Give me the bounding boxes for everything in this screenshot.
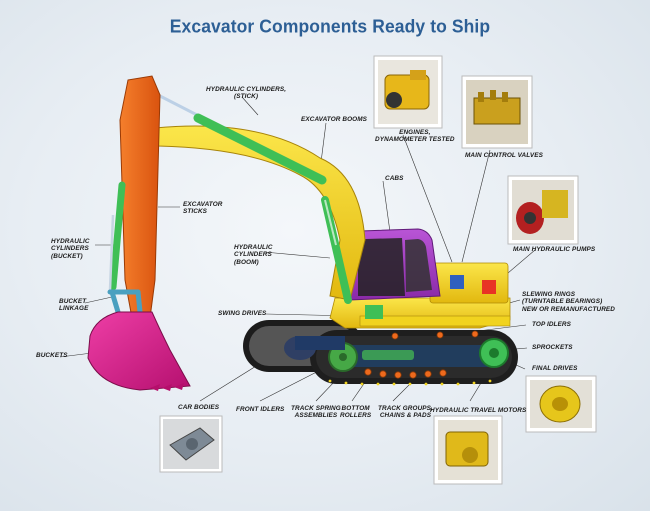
engine-housing bbox=[429, 262, 509, 304]
label-front-idlers: FRONT IDLERS bbox=[236, 406, 285, 413]
label-excavator-sticks: EXCAVATOR STICKS bbox=[183, 201, 223, 216]
track-spring-assembly bbox=[362, 350, 414, 360]
label-final-drives: FINAL DRIVES bbox=[532, 365, 578, 372]
upper-structure bbox=[329, 262, 511, 329]
label-track-groups: TRACK GROUPS, CHAINS & PADS bbox=[378, 405, 433, 420]
boom-cylinder bbox=[321, 196, 352, 304]
bottom-rollers bbox=[364, 368, 447, 379]
label-car-bodies: CAR BODIES bbox=[178, 404, 220, 411]
main-hydraulic-pump-block bbox=[482, 280, 496, 294]
label-bucket-linkage: BUCKET LINKAGE bbox=[59, 298, 89, 313]
label-hydraulic-travel-motors: HYDRAULIC TRAVEL MOTORS bbox=[430, 407, 527, 414]
label-main-control-valves: MAIN CONTROL VALVES bbox=[465, 152, 543, 159]
label-buckets: BUCKETS bbox=[36, 352, 68, 359]
track-assembly bbox=[243, 320, 518, 386]
slewing-ring bbox=[359, 315, 511, 327]
excavator-bucket bbox=[87, 311, 191, 391]
cab bbox=[349, 228, 441, 301]
label-excavator-booms: EXCAVATOR BOOMS bbox=[301, 116, 367, 123]
bucket-linkage bbox=[107, 289, 143, 315]
top-idlers bbox=[391, 330, 479, 340]
photo-car-bodies bbox=[159, 415, 223, 473]
photo-main-hydraulic-pumps bbox=[507, 175, 579, 245]
label-swing-drives: SWING DRIVES bbox=[218, 310, 267, 317]
car-body bbox=[295, 336, 345, 350]
photo-final-drives bbox=[525, 375, 597, 433]
swing-drive-block bbox=[365, 305, 383, 319]
photo-hydraulic-travel-motors bbox=[433, 415, 503, 485]
label-slewing-rings: SLEWING RINGS (TURNTABLE BEARINGS) NEW O… bbox=[522, 291, 615, 313]
stick-cylinder bbox=[159, 94, 327, 185]
label-hydraulic-cylinders-bucket: HYDRAULIC CYLINDERS (BUCKET) bbox=[51, 238, 90, 260]
excavator-stick bbox=[119, 75, 161, 319]
track-chain-pads bbox=[328, 379, 492, 386]
label-top-idlers: TOP IDLERS bbox=[532, 321, 571, 328]
label-cabs: CABS bbox=[385, 175, 404, 182]
bucket-cylinder bbox=[108, 181, 126, 291]
page-title: Excavator Components Ready to Ship bbox=[169, 15, 491, 37]
label-hydraulic-cylinders-stick: HYDRAULIC CYLINDERS, (STICK) bbox=[206, 86, 287, 101]
photo-engine bbox=[373, 55, 443, 129]
label-engines: ENGINES, DYNAMOMETER TESTED bbox=[375, 129, 455, 144]
label-track-spring-assemblies: TRACK SPRING ASSEMBLIES bbox=[291, 405, 341, 420]
label-bottom-rollers: BOTTOM ROLLERS bbox=[340, 405, 372, 420]
label-hydraulic-cylinders-boom: HYDRAULIC CYLINDERS (BOOM) bbox=[234, 244, 273, 266]
label-sprockets: SPROCKETS bbox=[532, 344, 573, 351]
label-main-hydraulic-pumps: MAIN HYDRAULIC PUMPS bbox=[513, 246, 596, 253]
main-control-valve-block bbox=[450, 275, 464, 289]
photo-main-control-valves bbox=[461, 75, 533, 149]
